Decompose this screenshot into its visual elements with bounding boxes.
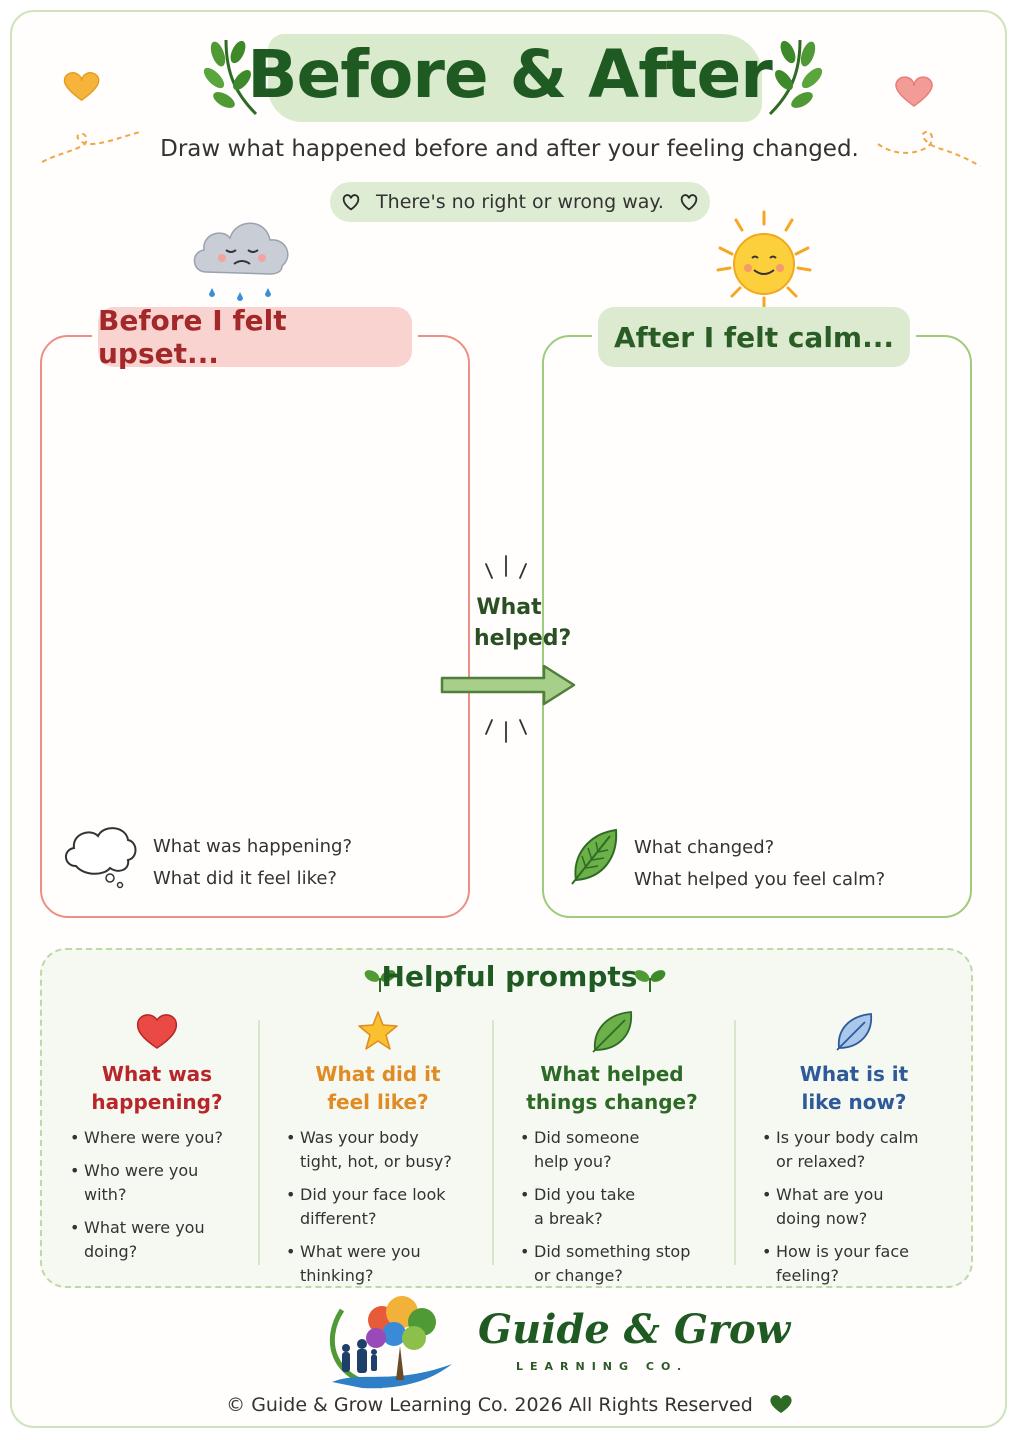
copyright-text: © Guide & Grow Learning Co. 2026 All Rig… — [0, 1393, 1019, 1416]
prompt-text: Where were you? — [84, 1128, 223, 1147]
what-helped-line1: What — [476, 595, 542, 620]
sprout-icon — [634, 970, 666, 992]
prompt-text: help you? — [534, 1152, 612, 1171]
prompt-text: Was your body — [300, 1128, 419, 1147]
column-heading-line: like now? — [801, 1090, 907, 1114]
prompt-text: Did you take — [534, 1185, 636, 1204]
heart-outline-icon — [342, 194, 360, 211]
sparkle-lines-icon — [485, 719, 527, 743]
prompt-column-happening: What was happening? Where were you? Who … — [52, 1008, 262, 1273]
prompt-text: How is your face — [776, 1242, 909, 1261]
before-panel-title: Before I felt upset... — [98, 304, 412, 370]
prompt-text: What are you — [776, 1185, 884, 1204]
page-title: Before & After — [247, 36, 773, 113]
prompt-item: How is your face feeling? — [762, 1240, 964, 1288]
arrow-right-icon — [440, 664, 576, 706]
prompt-item: Where were you? — [70, 1126, 262, 1150]
brand-subtitle: LEARNING CO. — [516, 1360, 689, 1373]
brand-name: Guide & Grow — [478, 1306, 791, 1353]
prompt-item: What are you doing now? — [762, 1183, 964, 1231]
prompt-item: Did something stop or change? — [520, 1240, 722, 1288]
column-heading-line: What did it — [315, 1062, 441, 1086]
page-subtitle: Draw what happened before and after your… — [160, 136, 859, 162]
before-question-list: What was happening? What did it feel lik… — [153, 831, 352, 895]
prompt-text: feeling? — [776, 1266, 839, 1285]
leaf-icon — [571, 828, 618, 885]
prompt-list: Where were you? Who were you with? What w… — [52, 1126, 262, 1264]
prompt-text: doing? — [84, 1242, 138, 1261]
prompt-text: different? — [300, 1209, 377, 1228]
prompt-item: Did someone help you? — [520, 1126, 722, 1174]
prompt-text: Did your face look — [300, 1185, 446, 1204]
prompt-item: Did you take a break? — [520, 1183, 722, 1231]
prompt-text: Who were you — [84, 1161, 199, 1180]
column-heading-line: What helped — [540, 1062, 684, 1086]
prompt-item: Is your body calm or relaxed? — [762, 1126, 964, 1174]
copyright-label: © Guide & Grow Learning Co. 2026 All Rig… — [226, 1394, 753, 1416]
yellow-heart-icon — [41, 72, 141, 163]
prompt-item: Who were you with? — [70, 1159, 262, 1207]
prompt-text: tight, hot, or busy? — [300, 1152, 452, 1171]
prompt-text: with? — [84, 1185, 127, 1204]
before-question-1: What was happening? — [153, 836, 353, 857]
sparkle-lines-icon — [485, 555, 527, 579]
prompt-text: a break? — [534, 1209, 603, 1228]
laurel-right-icon — [768, 39, 823, 116]
prompt-text: or relaxed? — [776, 1152, 866, 1171]
column-heading: What is it like now? — [744, 1060, 964, 1116]
what-helped-label: What helped? — [474, 592, 572, 654]
sprout-icon — [364, 970, 396, 992]
heart-outline-icon — [680, 194, 698, 211]
prompt-text: What were you — [300, 1242, 421, 1261]
column-heading: What helped things change? — [502, 1060, 722, 1116]
helpful-prompts-title: Helpful prompts — [381, 960, 638, 993]
prompt-list: Is your body calm or relaxed? What are yo… — [744, 1126, 964, 1288]
prompt-text: or change? — [534, 1266, 623, 1285]
heart-icon — [136, 1014, 178, 1049]
green-heart-icon — [770, 1395, 792, 1413]
prompt-column-helped: What helped things change? Did someone he… — [502, 1008, 722, 1297]
star-icon — [358, 1011, 398, 1050]
prompt-column-now: What is it like now? Is your body calm or… — [744, 1008, 964, 1297]
after-question-2: What helped you feel calm? — [634, 869, 886, 890]
column-heading: What was happening? — [52, 1060, 262, 1116]
prompt-text: What were you — [84, 1218, 205, 1237]
column-heading: What did it feel like? — [268, 1060, 488, 1116]
leaf-icon — [592, 1011, 632, 1053]
thought-bubble-icon — [65, 827, 137, 889]
column-heading-line: happening? — [91, 1090, 223, 1114]
prompt-item: Did your face look different? — [286, 1183, 488, 1231]
prompt-item: What were you doing? — [70, 1216, 262, 1264]
prompt-column-feel: What did it feel like? Was your body tigh… — [268, 1008, 488, 1297]
column-divider — [492, 1020, 494, 1265]
column-heading-line: What is it — [799, 1062, 909, 1086]
prompt-list: Was your body tight, hot, or busy? Did yo… — [268, 1126, 488, 1288]
reassurance-pill: There's no right or wrong way. — [330, 182, 710, 222]
what-helped-line2: helped? — [474, 626, 572, 651]
prompt-item: What were you thinking? — [286, 1240, 488, 1288]
pill-text: There's no right or wrong way. — [376, 191, 664, 213]
tree-logo-icon — [329, 1296, 452, 1389]
after-question-list: What changed? What helped you feel calm? — [634, 832, 885, 896]
sun-icon — [716, 210, 812, 310]
prompt-text: Did something stop — [534, 1242, 691, 1261]
prompt-list: Did someone help you? Did you take a break… — [502, 1126, 722, 1288]
prompt-text: Is your body calm — [776, 1128, 919, 1147]
column-heading-line: things change? — [526, 1090, 698, 1114]
before-question-2: What did it feel like? — [153, 868, 337, 889]
after-question-1: What changed? — [634, 837, 775, 858]
blue-leaf-icon — [836, 1013, 872, 1051]
laurel-left-icon — [203, 39, 258, 116]
prompt-text: Did someone — [534, 1128, 640, 1147]
pink-heart-icon — [877, 76, 981, 167]
prompt-item: Was your body tight, hot, or busy? — [286, 1126, 488, 1174]
column-divider — [734, 1020, 736, 1265]
rain-cloud-icon — [193, 222, 289, 301]
title-highlight — [268, 34, 762, 122]
after-panel-title: After I felt calm... — [598, 307, 910, 367]
prompt-text: thinking? — [300, 1266, 374, 1285]
column-heading-line: What was — [101, 1062, 213, 1086]
prompt-text: doing now? — [776, 1209, 868, 1228]
column-heading-line: feel like? — [327, 1090, 429, 1114]
